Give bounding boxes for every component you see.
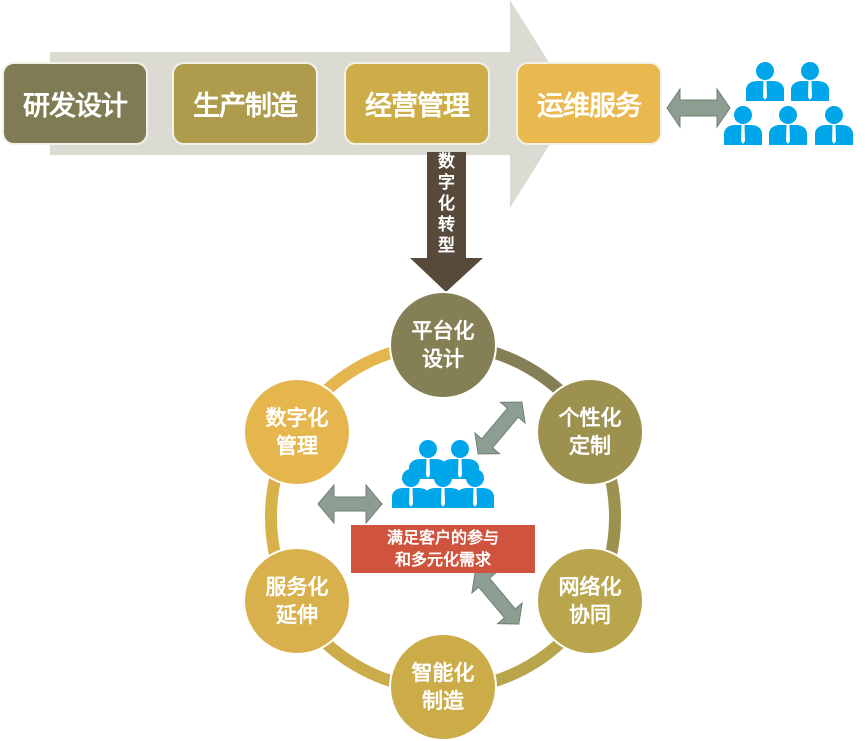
double-arrow-upper-right: [474, 401, 526, 455]
char: 化: [438, 194, 455, 214]
stage-rnd-design: 研发设计: [2, 62, 148, 145]
transform-down-arrow: [410, 152, 483, 292]
node-line1: 数字化: [265, 406, 329, 430]
node-line1: 智能化: [411, 661, 475, 685]
stage-label: 经营管理: [365, 91, 470, 122]
stage-operations: 经营管理: [344, 62, 490, 145]
needs-line2: 和多元化需求: [394, 550, 491, 569]
double-arrow-customer: [666, 87, 731, 129]
needs-line1: 满足客户的参与: [386, 528, 499, 547]
node-line2: 设计: [422, 347, 464, 371]
node-line2: 定制: [569, 434, 611, 458]
node-line2: 制造: [422, 689, 464, 713]
node-line1: 网络化: [558, 575, 622, 599]
node-digital-management: 数字化管理: [243, 378, 351, 486]
node-line1: 个性化: [558, 406, 622, 430]
node-line1: 平台化: [411, 319, 475, 343]
customers-icon-top: [724, 62, 853, 145]
stage-production: 生产制造: [172, 62, 318, 145]
node-line2: 协同: [569, 603, 611, 627]
char: 型: [438, 236, 455, 256]
stage-label: 生产制造: [193, 91, 298, 122]
node-line1: 服务化: [265, 575, 329, 599]
stage-label: 运维服务: [537, 91, 642, 122]
node-network-collaboration: 网络化协同: [536, 547, 644, 655]
char: 字: [438, 173, 455, 193]
node-personalized-customization: 个性化定制: [536, 378, 644, 486]
digital-transformation-label: 数 字 化 转 型: [427, 152, 466, 257]
node-service-extension: 服务化延伸: [243, 547, 351, 655]
stage-maintenance: 运维服务: [516, 62, 662, 145]
char: 转: [438, 215, 455, 235]
stage-label: 研发设计: [23, 91, 128, 122]
double-arrow-left: [317, 483, 383, 525]
node-platform-design: 平台化设计: [389, 291, 497, 399]
node-intelligent-manufacturing: 智能化制造: [389, 633, 497, 741]
node-line2: 管理: [276, 434, 318, 458]
node-line2: 延伸: [276, 603, 318, 627]
double-arrow-lower-right: [471, 571, 523, 625]
char: 数: [438, 152, 455, 172]
customer-needs-label: 满足客户的参与 和多元化需求: [351, 525, 535, 573]
